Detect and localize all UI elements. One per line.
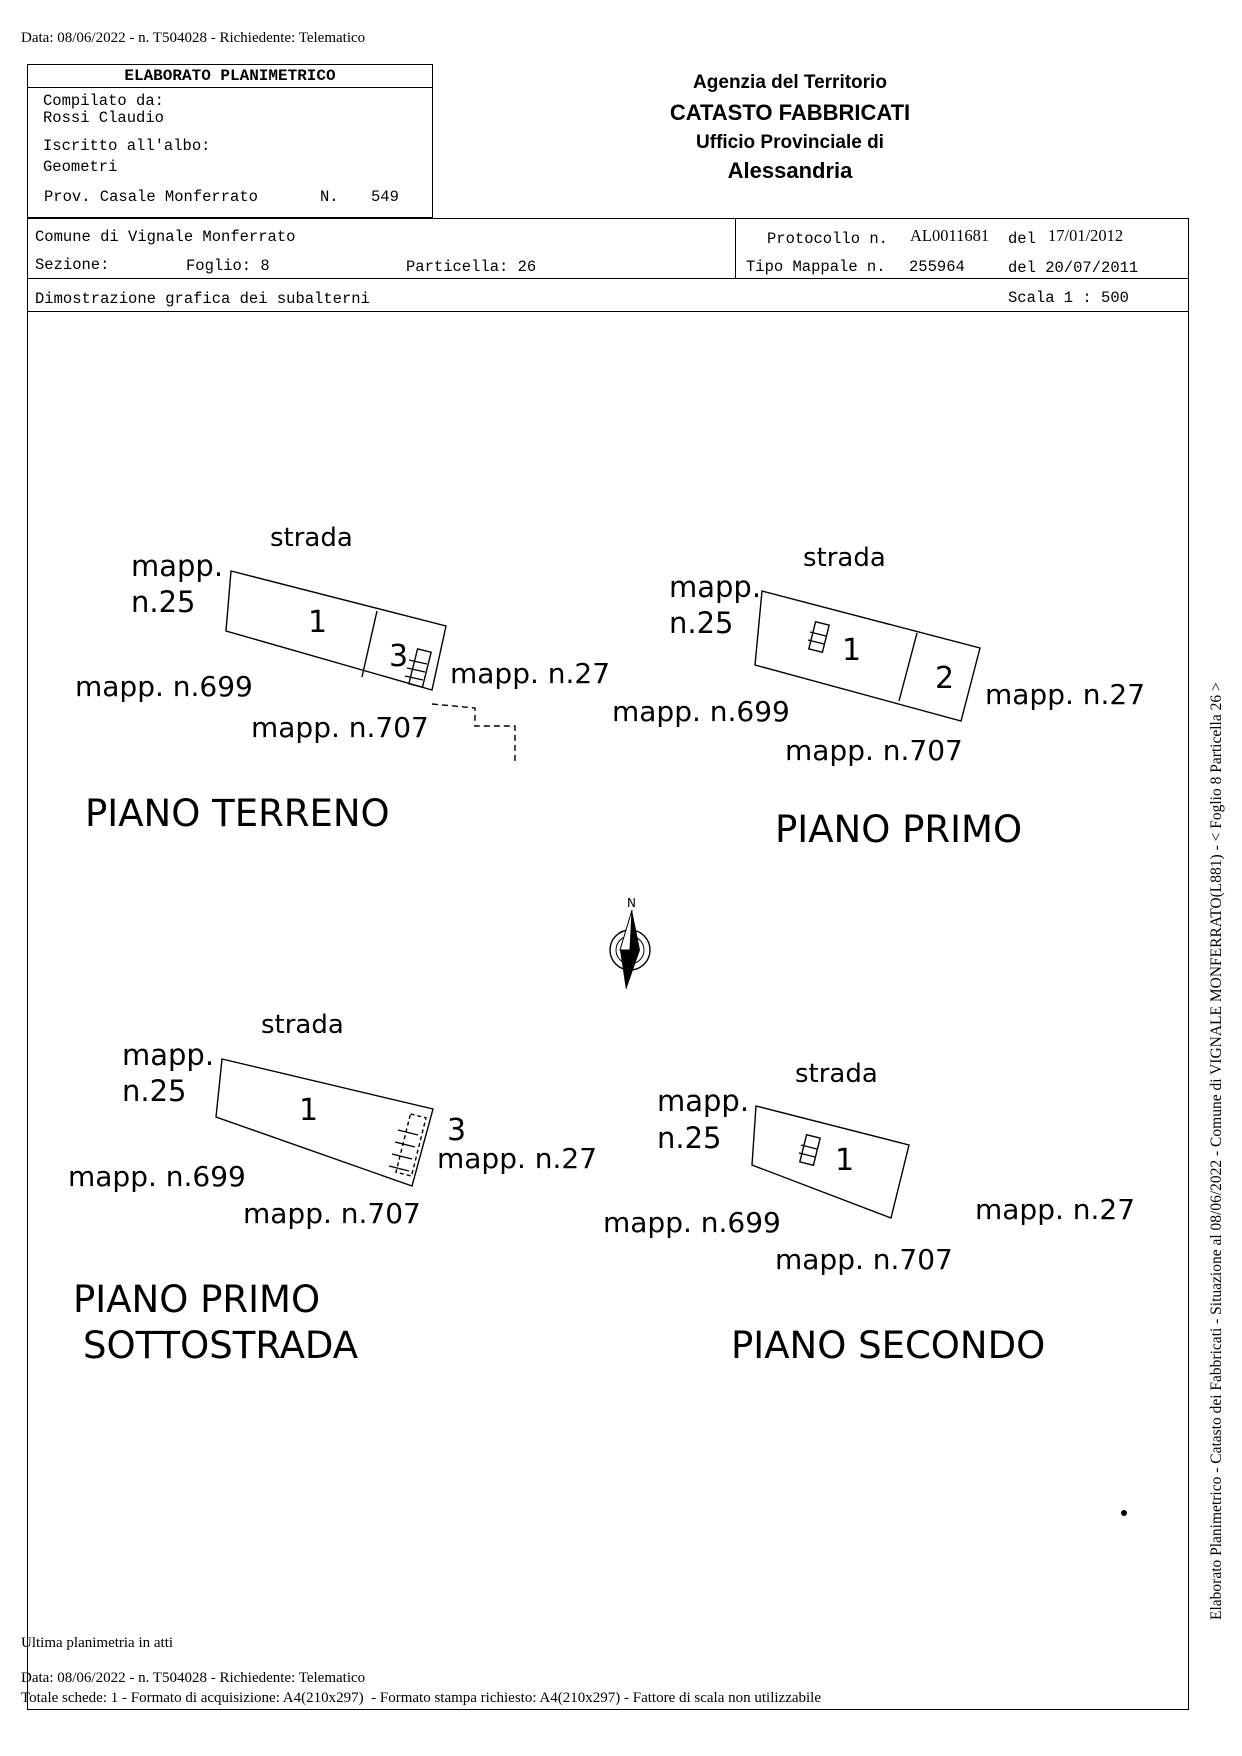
protocollo-del: del [1008, 230, 1036, 248]
sottostrada-mapp25-a: mapp. [122, 1038, 214, 1072]
n-value: 549 [371, 188, 399, 206]
terreno-building-outline [225, 570, 447, 691]
footer-data: Data: 08/06/2022 - n. T504028 - Richiede… [21, 1670, 366, 1686]
agency-line2: CATASTO FABBRICATI [669, 100, 911, 125]
agency-line1: Agenzia del Territorio [693, 72, 887, 93]
primo-sub1: 1 [842, 633, 861, 668]
protocollo-date: 17/01/2012 [1048, 226, 1124, 245]
terreno-mapp707: mapp. n.707 [251, 711, 429, 744]
prov-label: Prov. Casale Monferrato [44, 188, 258, 206]
header-line: Data: 08/06/2022 - n. T504028 - Richiede… [21, 30, 366, 46]
elaborato-title: ELABORATO PLANIMETRICO [124, 67, 336, 85]
secondo-title: PIANO SECONDO [731, 1324, 1045, 1367]
elaborato-divider [27, 87, 433, 88]
primo-mapp25-b: n.25 [669, 606, 734, 640]
terreno-mapp25-a: mapp. [131, 549, 223, 583]
sottostrada-stair-symbol [395, 1113, 427, 1177]
secondo-mapp25-a: mapp. [657, 1084, 749, 1118]
scala: Scala 1 : 500 [1008, 289, 1129, 307]
iscritto-value: Geometri [43, 158, 118, 176]
sottostrada-sub1: 1 [299, 1093, 318, 1128]
terreno-mapp699: mapp. n.699 [75, 670, 253, 703]
protocollo-value: AL0011681 [910, 226, 990, 245]
drawing-frame [27, 218, 1189, 1710]
terreno-mapp25-b: n.25 [131, 585, 196, 619]
secondo-strada: strada [795, 1059, 878, 1089]
info-divider-1 [27, 278, 1189, 279]
particella: Particella: 26 [406, 258, 537, 276]
terreno-strada: strada [270, 523, 353, 553]
secondo-mapp707: mapp. n.707 [775, 1243, 953, 1276]
elaborato-box [27, 64, 433, 218]
footer-totale: Totale schede: 1 - Formato di acquisizio… [21, 1690, 822, 1706]
primo-stair-symbol [807, 620, 831, 654]
primo-building-outline [754, 590, 981, 722]
secondo-sub1: 1 [835, 1143, 854, 1178]
compass-n: N [627, 896, 636, 910]
terreno-dashed-boundary [431, 703, 516, 765]
secondo-mapp27: mapp. n.27 [975, 1193, 1135, 1226]
primo-title: PIANO PRIMO [775, 808, 1022, 851]
sottostrada-title-2: SOTTOSTRADA [83, 1324, 358, 1367]
sezione-label: Sezione: [35, 256, 110, 274]
sottostrada-building-outline [215, 1058, 434, 1187]
tipo-value: 255964 [909, 258, 965, 276]
sottostrada-mapp25-b: n.25 [122, 1074, 187, 1108]
protocollo-label: Protocollo n. [767, 230, 888, 248]
terreno-sub3: 3 [389, 639, 408, 674]
primo-strada: strada [803, 543, 886, 573]
secondo-mapp699: mapp. n.699 [603, 1206, 781, 1239]
primo-partition-line [898, 632, 918, 702]
terreno-stair-symbol [408, 647, 432, 689]
info-vertical-divider [735, 218, 736, 278]
iscritto-label: Iscritto all'albo: [43, 137, 211, 155]
stray-mark [1121, 1510, 1127, 1516]
sottostrada-title-1: PIANO PRIMO [73, 1278, 320, 1321]
footer-ultima: Ultima planimetria in atti [21, 1635, 174, 1651]
terreno-mapp27: mapp. n.27 [450, 657, 610, 690]
primo-sub2: 2 [935, 661, 954, 696]
sottostrada-mapp707: mapp. n.707 [243, 1197, 421, 1230]
foglio: Foglio: 8 [186, 257, 270, 275]
sottostrada-sub3: 3 [447, 1113, 466, 1148]
secondo-building-outline [751, 1105, 910, 1219]
compilato-label: Compilato da: [43, 92, 164, 110]
primo-mapp699: mapp. n.699 [612, 695, 790, 728]
n-label: N. [320, 188, 339, 206]
primo-mapp25-a: mapp. [669, 570, 761, 604]
primo-mapp27: mapp. n.27 [985, 678, 1145, 711]
info-divider-2 [27, 311, 1189, 312]
secondo-mapp25-b: n.25 [657, 1121, 722, 1155]
sottostrada-strada: strada [261, 1010, 344, 1040]
dimostrazione: Dimostrazione grafica dei subalterni [35, 290, 370, 308]
sottostrada-mapp27: mapp. n.27 [437, 1142, 597, 1175]
terreno-title: PIANO TERRENO [85, 792, 390, 835]
comune: Comune di Vignale Monferrato [35, 228, 296, 246]
secondo-stair-symbol [798, 1133, 822, 1167]
tipo-label: Tipo Mappale n. [746, 258, 886, 276]
compilato-name: Rossi Claudio [43, 109, 164, 127]
side-text: Elaborato Planimetrico - Catasto dei Fab… [1208, 682, 1225, 1620]
terreno-sub1: 1 [308, 605, 327, 640]
sottostrada-mapp699: mapp. n.699 [68, 1160, 246, 1193]
agency-line4: Alessandria [727, 158, 853, 183]
primo-mapp707: mapp. n.707 [785, 734, 963, 767]
tipo-date: del 20/07/2011 [1008, 259, 1139, 277]
terreno-partition-line [361, 610, 378, 678]
agency-line3: Ufficio Provinciale di [696, 132, 884, 153]
